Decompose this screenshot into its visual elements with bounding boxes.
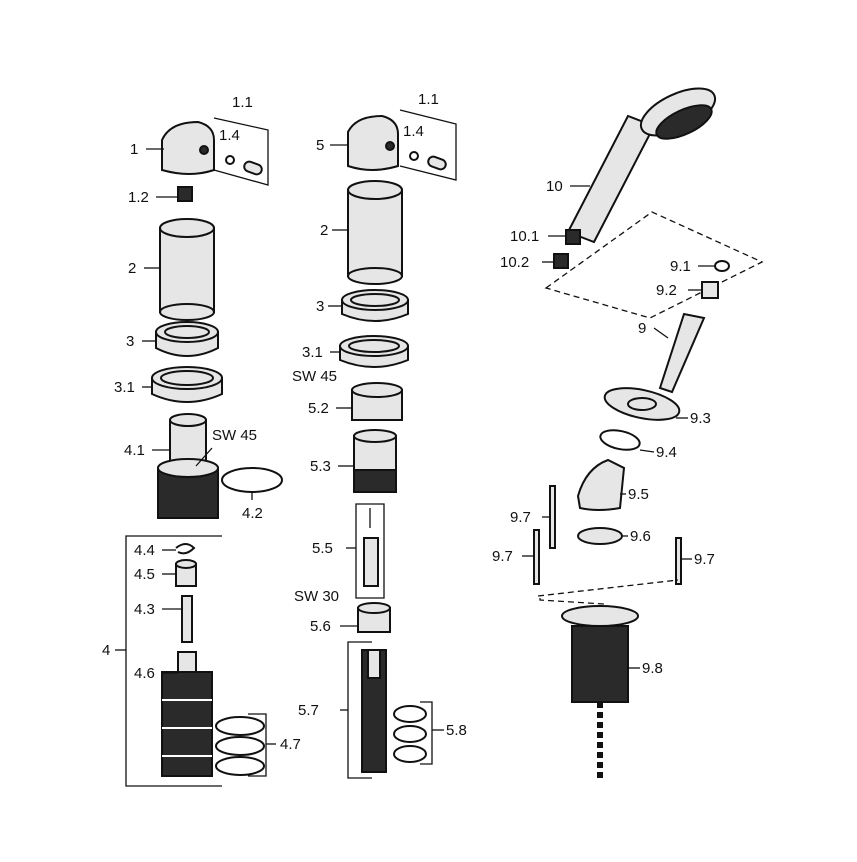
part-5-3-sleeve — [353, 429, 397, 493]
part-4-6-cartridge — [161, 651, 213, 777]
label-1-4: 1.4 — [219, 127, 240, 144]
part-9-8-base — [561, 605, 639, 703]
part-3-ring — [155, 321, 219, 357]
label-5-5: 5.5 — [312, 540, 333, 557]
part-3-ring-2 — [341, 289, 409, 322]
label-5: 5 — [316, 137, 324, 154]
label-5-7: 5.7 — [298, 702, 319, 719]
part-4-3-spindle — [181, 595, 193, 643]
part-9-6-ring — [577, 527, 623, 545]
part-9-holder — [658, 312, 706, 394]
part-5-2-nut — [351, 382, 403, 421]
part-5-7-bracket — [340, 641, 387, 779]
part-4-4-clip — [175, 543, 196, 555]
label-1: 1 — [130, 141, 138, 158]
label-4-7: 4.7 — [280, 736, 301, 753]
label-2-mid: 2 — [320, 222, 328, 239]
part-10-1-connector — [565, 229, 581, 245]
label-1-1: 1.1 — [232, 94, 253, 111]
part-5-5-bracket — [346, 503, 385, 599]
label-9-4: 9.4 — [656, 444, 677, 461]
part-10-2-washer — [553, 253, 569, 269]
label-9-5: 9.5 — [628, 486, 649, 503]
label-sw45-mid: SW 45 — [292, 368, 337, 385]
label-10-2: 10.2 — [500, 254, 529, 271]
label-4-3: 4.3 — [134, 601, 155, 618]
label-1-1-mid: 1.1 — [418, 91, 439, 108]
label-9-1: 9.1 — [670, 258, 691, 275]
part-5-8-o-rings — [393, 701, 433, 765]
part-3-1-ring — [151, 366, 223, 403]
part-10-hand-shower — [566, 87, 717, 244]
part-9-4-ring — [599, 429, 641, 451]
label-5-6: 5.6 — [310, 618, 331, 635]
label-5-8: 5.8 — [446, 722, 467, 739]
part-1-1-set-bracket — [213, 117, 269, 186]
part-5-handle — [347, 114, 399, 171]
label-9-8: 9.8 — [642, 660, 663, 677]
part-2-sleeve — [159, 218, 215, 321]
label-5-2: 5.2 — [308, 400, 329, 417]
part-1-2-screw — [177, 186, 193, 202]
label-3-1: 3.1 — [114, 379, 135, 396]
label-9-7-a: 9.7 — [510, 509, 531, 526]
part-4-2-o-ring — [221, 467, 283, 493]
label-4: 4 — [102, 642, 110, 659]
label-4-2: 4.2 — [242, 505, 263, 522]
label-4-5: 4.5 — [134, 566, 155, 583]
label-1-2: 1.2 — [128, 189, 149, 206]
part-9-2-nut — [701, 281, 719, 299]
part-9-1-washer — [714, 260, 730, 272]
label-9: 9 — [638, 320, 646, 337]
connection-dashed-lines-bottom — [537, 579, 679, 605]
label-10: 10 — [546, 178, 563, 195]
label-3-1-mid: 3.1 — [302, 344, 323, 361]
label-9-7-b: 9.7 — [492, 548, 513, 565]
label-10-1: 10.1 — [510, 228, 539, 245]
part-3-1-ring-2 — [339, 335, 409, 368]
label-9-2: 9.2 — [656, 282, 677, 299]
label-3: 3 — [126, 333, 134, 350]
part-4-5-bushing — [175, 559, 197, 587]
leader-lines — [142, 144, 715, 745]
part-9-5-body — [576, 458, 626, 511]
label-1-4-mid: 1.4 — [403, 123, 424, 140]
part-5-6-nut — [357, 602, 391, 633]
label-9-7-c: 9.7 — [694, 551, 715, 568]
part-2-sleeve-2 — [347, 180, 403, 285]
label-4-4: 4.4 — [134, 542, 155, 559]
label-sw30: SW 30 — [294, 588, 339, 605]
part-1-handle — [161, 120, 215, 175]
label-9-3: 9.3 — [690, 410, 711, 427]
label-2: 2 — [128, 260, 136, 277]
part-4-cartridge-bracket — [115, 535, 222, 787]
label-sw45-left: SW 45 — [212, 427, 257, 444]
part-1-1-set-bracket-2 — [399, 109, 457, 181]
label-9-6: 9.6 — [630, 528, 651, 545]
label-3-mid: 3 — [316, 298, 324, 315]
part-9-3-rosette — [603, 387, 681, 421]
callout-labels: 1 1.1 1.4 1.2 2 3 3.1 4.1 SW 45 4.2 4 4.… — [102, 91, 715, 753]
label-4-1: 4.1 — [124, 442, 145, 459]
part-4-7-o-rings — [215, 713, 267, 777]
part-4-1-nut — [157, 413, 219, 519]
connection-dashed-lines-top — [544, 211, 764, 319]
label-4-6: 4.6 — [134, 665, 155, 682]
label-5-3: 5.3 — [310, 458, 331, 475]
